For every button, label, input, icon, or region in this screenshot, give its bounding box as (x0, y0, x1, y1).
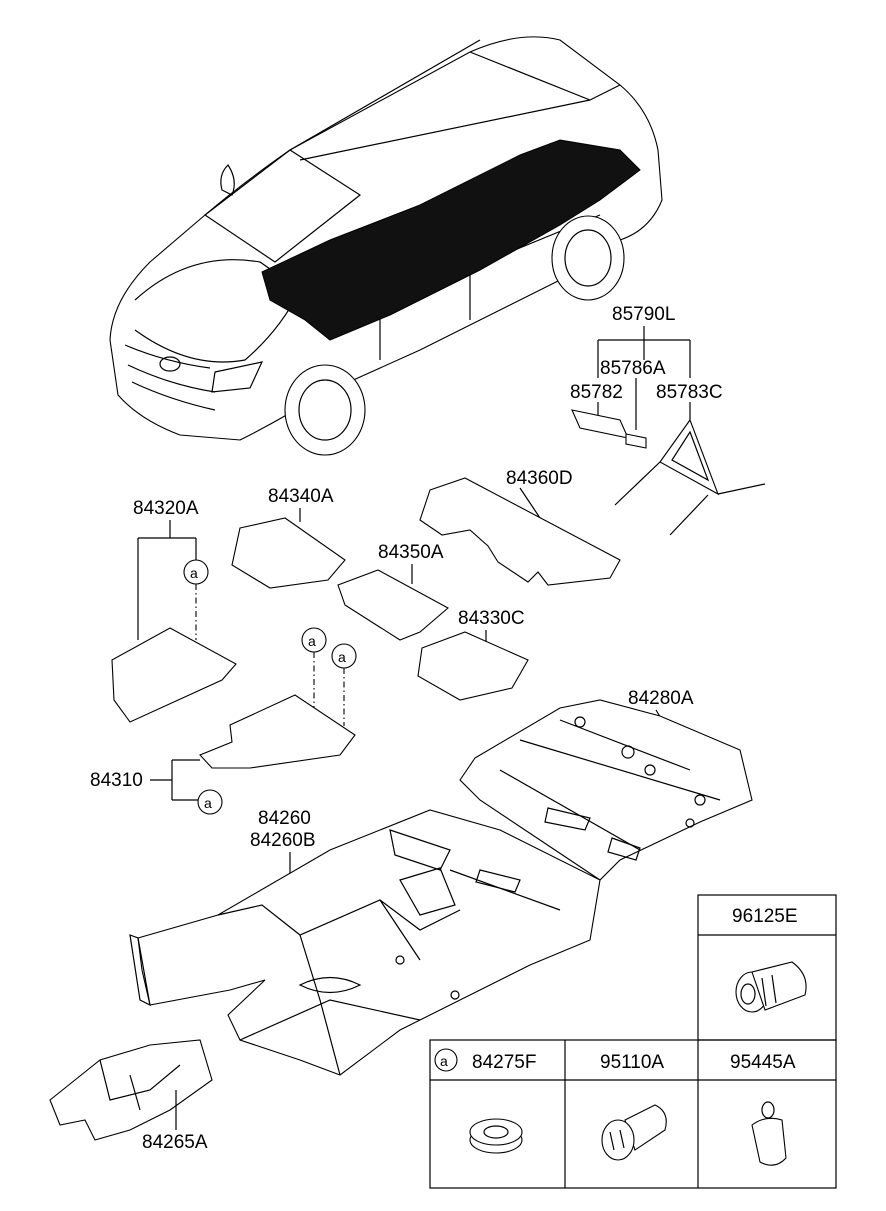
callout-85786A: 85786A (600, 358, 666, 379)
emergency-kit-group: 85790L 85786A 85782 85783C (570, 304, 766, 536)
carpet-84280A: 84280A (459, 688, 753, 881)
table-ref-a-label: a (440, 1053, 448, 1069)
table-bottom-row (429, 1039, 837, 1189)
mat-84350A: 84350A (337, 542, 449, 641)
power-socket-illustration (735, 961, 807, 1013)
mat-84340A: 84340A (231, 486, 346, 589)
ref-a-marker (197, 789, 223, 815)
vehicle-illustration (109, 36, 663, 456)
mat-84360D: 84360D (419, 468, 621, 586)
callout-84260B: 84260B (250, 830, 316, 851)
callout-84340A: 84340A (268, 486, 334, 507)
ref-a-label: a (338, 649, 346, 665)
ref-a-label: a (308, 633, 316, 649)
callout-84265A: 84265A (142, 1132, 208, 1153)
table-header-95110A: 95110A (600, 1052, 664, 1073)
callout-85790L: 85790L (612, 304, 675, 325)
callout-85782: 85782 (570, 382, 623, 403)
kit-tool (625, 433, 647, 449)
mat-84330C: 84330C (417, 608, 529, 701)
table-header-95445A: 95445A (730, 1052, 796, 1073)
ref-a-label: a (190, 565, 198, 581)
table-header-84275F: 84275F (472, 1052, 536, 1073)
carpet-area-highlight (261, 139, 641, 341)
callout-84330C: 84330C (458, 608, 525, 629)
warning-triangle (614, 418, 766, 536)
parts-table: 96125E a 84275F 95110A 95445A (429, 894, 837, 1189)
ref-a-label: a (204, 795, 212, 811)
plug-illustration (601, 1104, 667, 1161)
mat-84310: a a 84310 a (90, 627, 357, 815)
callout-84280A: 84280A (628, 688, 694, 709)
kit-case (571, 409, 629, 439)
callout-84360D: 84360D (506, 468, 573, 489)
front-wheel (284, 364, 366, 456)
callout-84310: 84310 (90, 770, 143, 791)
mat-84320A: 84320A a (111, 498, 237, 723)
table-ref-a-marker (434, 1048, 458, 1072)
under-tray-84265A: 84265A (49, 1039, 213, 1153)
carpet-84260: 84260 84260B (129, 808, 601, 1076)
tag-illustration (751, 1101, 787, 1166)
callout-84260: 84260 (258, 808, 311, 829)
table-header-96125E: 96125E (732, 906, 798, 927)
rear-wheel (551, 215, 625, 301)
callout-84320A: 84320A (133, 498, 199, 519)
callout-84350A: 84350A (378, 542, 444, 563)
callout-85783C: 85783C (656, 382, 723, 403)
grommet-illustration (469, 1118, 523, 1154)
